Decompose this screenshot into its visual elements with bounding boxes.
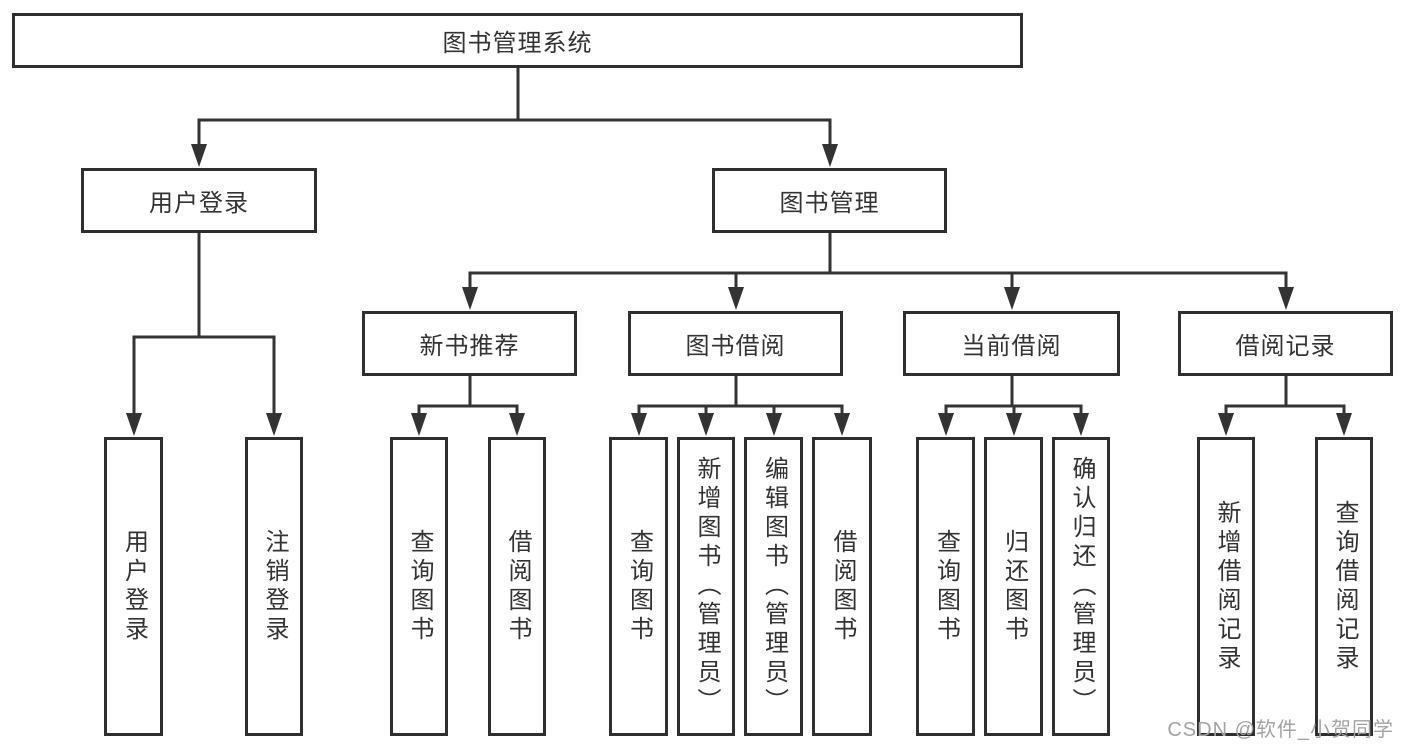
leaf-bb-edit-book-admin: 编辑图书（管理员） [744,437,803,736]
node-book-management-label: 图书管理 [779,190,880,217]
node-user-login-label: 用户登录 [149,190,249,217]
leaf-cb-confirm-return-admin-label: 确认归还（管理员） [1068,456,1095,717]
leaf-nbr-borrow-book-label: 借阅图书 [504,528,531,645]
leaf-logout: 注销登录 [245,437,303,736]
node-current-borrowing-label: 当前借阅 [961,333,1062,360]
leaf-bb-borrow-book: 借阅图书 [812,437,872,736]
leaf-user-login-label: 用户登录 [120,528,148,645]
leaf-bb-add-book-admin-label: 新增图书（管理员） [693,456,720,717]
leaf-bb-search-book: 查询图书 [609,437,668,736]
leaf-cb-search-book-label: 查询图书 [932,528,960,645]
leaf-cb-confirm-return-admin: 确认归还（管理员） [1052,437,1110,736]
csdn-watermark: CSDN @软件_小贺同学 [1167,719,1394,741]
node-new-book-recommendation: 新书推荐 [362,311,577,376]
node-book-management: 图书管理 [712,168,947,233]
leaf-cb-return-book-label: 归还图书 [1000,528,1028,645]
leaf-cb-search-book: 查询图书 [916,437,975,736]
leaf-logout-label: 注销登录 [261,528,288,645]
leaf-br-add-record-label: 新增借阅记录 [1213,499,1240,674]
leaf-br-search-record: 查询借阅记录 [1315,437,1373,736]
leaf-nbr-search-book: 查询图书 [390,437,448,736]
leaf-nbr-borrow-book: 借阅图书 [488,437,546,736]
node-borrowing-records: 借阅记录 [1178,311,1393,376]
leaf-bb-edit-book-admin-label: 编辑图书（管理员） [760,456,788,717]
leaf-cb-return-book: 归还图书 [984,437,1043,736]
leaf-user-login: 用户登录 [104,437,163,736]
node-root-label: 图书管理系统 [442,30,593,57]
leaf-bb-add-book-admin: 新增图书（管理员） [677,437,735,736]
leaf-br-search-record-label: 查询借阅记录 [1331,499,1358,674]
node-root-system: 图书管理系统 [12,13,1023,68]
node-current-borrowing: 当前借阅 [903,311,1120,376]
leaf-bb-borrow-book-label: 借阅图书 [829,528,856,645]
node-borrowing-records-label: 借阅记录 [1235,333,1336,360]
node-new-book-recommendation-label: 新书推荐 [419,333,520,360]
leaf-bb-search-book-label: 查询图书 [625,528,653,645]
node-user-login: 用户登录 [81,168,317,233]
leaf-nbr-search-book-label: 查询图书 [406,528,433,645]
node-book-borrowing: 图书借阅 [628,311,843,376]
node-book-borrowing-label: 图书借阅 [685,333,786,360]
leaf-br-add-record: 新增借阅记录 [1197,437,1255,736]
